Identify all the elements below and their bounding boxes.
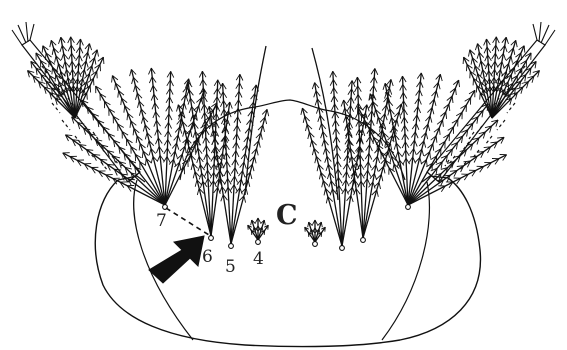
tuft-seta-4 (248, 218, 269, 244)
tuft-seta-4-right (305, 220, 326, 246)
tuft-seta-5 (207, 74, 269, 248)
pointer-arrow-icon (149, 236, 204, 283)
tuft-seta-5-right (301, 71, 369, 250)
label-seta-4: 4 (253, 249, 264, 269)
tuft-antenna-left (28, 37, 104, 118)
leader-line-7-6 (166, 208, 209, 235)
long-rod-left (245, 46, 266, 195)
label-seta-7: 7 (156, 211, 167, 231)
tuft-seta-7 (63, 68, 218, 209)
label-seta-6: 6 (202, 247, 213, 267)
label-panel-c: C (276, 200, 298, 231)
tuft-antenna-right (463, 37, 539, 118)
label-seta-5: 5 (225, 257, 236, 277)
